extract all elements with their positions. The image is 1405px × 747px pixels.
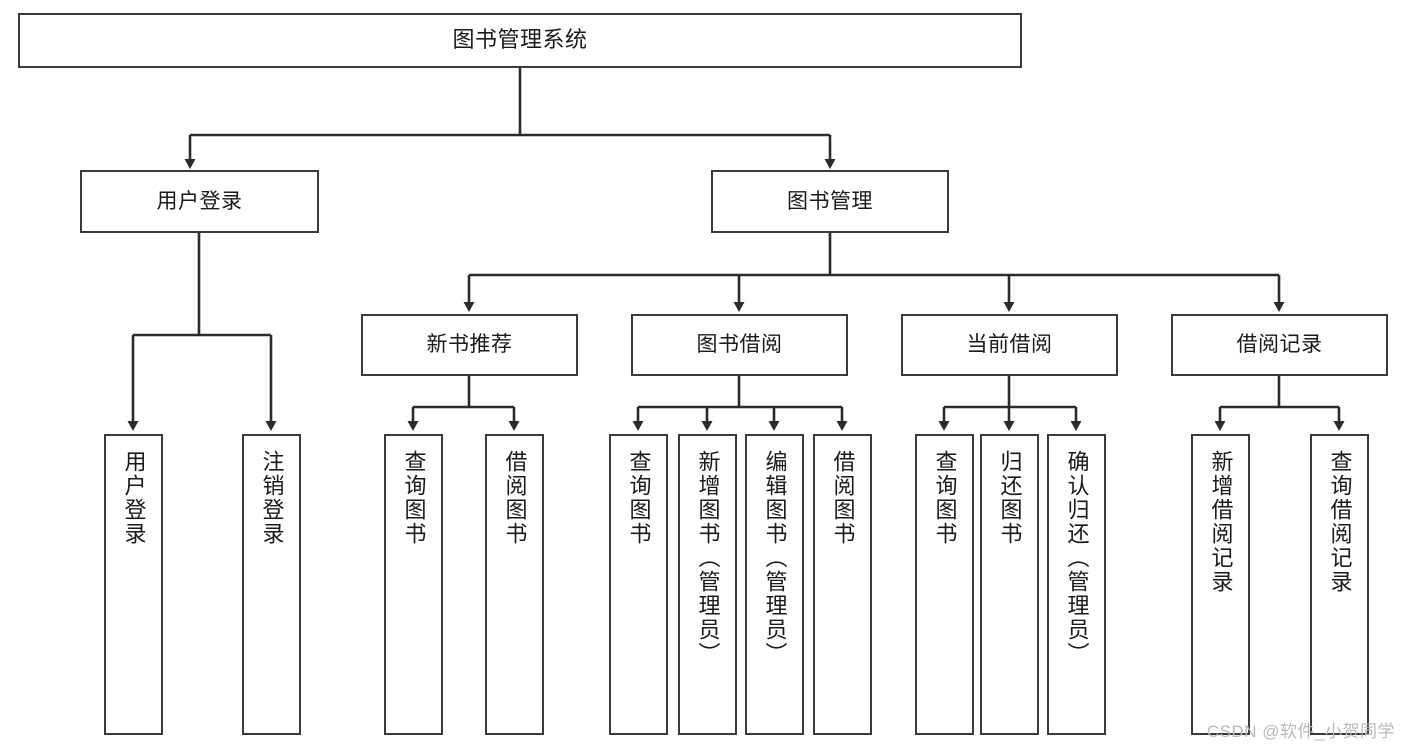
watermark: CSDN @软件_小贺同学 — [1206, 722, 1395, 741]
leaf-add-borrow-record[interactable]: 新增借阅记录 — [1191, 434, 1250, 735]
leaf-borrow-book-borrow[interactable]: 借阅图书 — [813, 434, 872, 735]
node-label: 用户登录 — [156, 189, 243, 213]
node-current-borrow[interactable]: 当前借阅 — [901, 314, 1118, 376]
node-root[interactable]: 图书管理系统 — [18, 13, 1022, 68]
node-label: 查询图书 — [626, 450, 652, 546]
node-label: 新增借阅记录 — [1208, 450, 1234, 594]
node-label: 图书管理 — [787, 189, 873, 213]
node-borrow-record[interactable]: 借阅记录 — [1171, 314, 1388, 376]
node-label: 新书推荐 — [426, 333, 513, 357]
node-label: 当前借阅 — [966, 333, 1053, 357]
leaf-query-book-current[interactable]: 查询图书 — [915, 434, 974, 735]
node-label: 借阅记录 — [1236, 333, 1323, 357]
leaf-return-book[interactable]: 归还图书 — [980, 434, 1039, 735]
node-label: 查询借阅记录 — [1327, 450, 1353, 594]
node-label: 图书管理系统 — [452, 27, 588, 53]
node-label: 查询图书 — [932, 450, 958, 546]
leaf-query-book-borrow[interactable]: 查询图书 — [609, 434, 668, 735]
node-label: 归还图书 — [997, 450, 1023, 546]
node-label: 查询图书 — [401, 450, 427, 546]
node-label: 新增图书（管理员） — [695, 450, 721, 666]
leaf-borrow-book-new-rec[interactable]: 借阅图书 — [485, 434, 544, 735]
leaf-edit-book[interactable]: 编辑图书（管理员） — [745, 434, 804, 735]
leaf-add-book[interactable]: 新增图书（管理员） — [678, 434, 737, 735]
node-label: 用户登录 — [121, 450, 147, 546]
leaf-logout[interactable]: 注销登录 — [242, 434, 301, 735]
node-label: 借阅图书 — [830, 450, 856, 546]
node-user-login[interactable]: 用户登录 — [80, 170, 319, 233]
node-label: 注销登录 — [259, 450, 285, 546]
node-new-book-recommend[interactable]: 新书推荐 — [361, 314, 578, 376]
node-label: 确认归还（管理员） — [1064, 450, 1090, 666]
node-book-borrow[interactable]: 图书借阅 — [631, 314, 848, 376]
leaf-user-login[interactable]: 用户登录 — [104, 434, 163, 735]
node-label: 借阅图书 — [502, 450, 528, 546]
node-book-manage[interactable]: 图书管理 — [711, 170, 949, 233]
node-label: 编辑图书（管理员） — [762, 450, 788, 666]
leaf-confirm-return[interactable]: 确认归还（管理员） — [1047, 434, 1106, 735]
leaf-query-book-new-rec[interactable]: 查询图书 — [384, 434, 443, 735]
leaf-query-borrow-record[interactable]: 查询借阅记录 — [1310, 434, 1369, 735]
node-label: 图书借阅 — [696, 333, 783, 357]
